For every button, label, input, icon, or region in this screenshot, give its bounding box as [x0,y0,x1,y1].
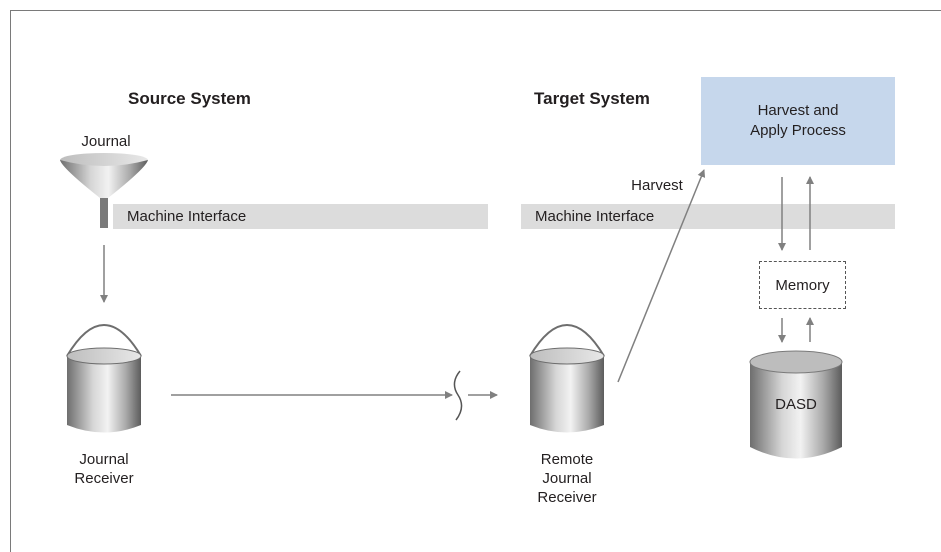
journal-receiver-bucket-icon [66,324,142,433]
source-system-heading: Source System [128,89,251,108]
remote-receiver-line-1: Remote [540,451,594,468]
remote-receiver-line-2: Journal [542,470,592,487]
journal-receiver-label: Journal Receiver [64,450,144,488]
journal-receiver-line-1: Journal [79,451,129,468]
remote-receiver-line-3: Receiver [537,489,597,506]
harvest-apply-process-box: Harvest and Apply Process [701,77,895,165]
harvest-box-line-2: Apply Process [750,122,846,139]
target-system-heading: Target System [534,89,650,108]
remote-journal-receiver-bucket-icon [529,324,605,433]
journal-receiver-line-2: Receiver [74,470,134,487]
journal-label: Journal [81,133,131,150]
dasd-label: DASD [775,396,817,413]
target-machine-interface-bar: Machine Interface [521,204,895,229]
harvest-box-line-1: Harvest and [757,102,839,119]
memory-box: Memory [759,261,846,309]
harvest-label: Harvest [631,177,683,194]
journal-funnel-icon [60,153,148,228]
remote-journal-receiver-label: Remote Journal Receiver [527,450,607,507]
figure-frame [10,10,941,552]
source-machine-interface-bar: Machine Interface [113,204,488,229]
harvest-arrow [617,169,706,383]
break-symbol [453,370,463,421]
dasd-cylinder-icon [749,350,843,459]
